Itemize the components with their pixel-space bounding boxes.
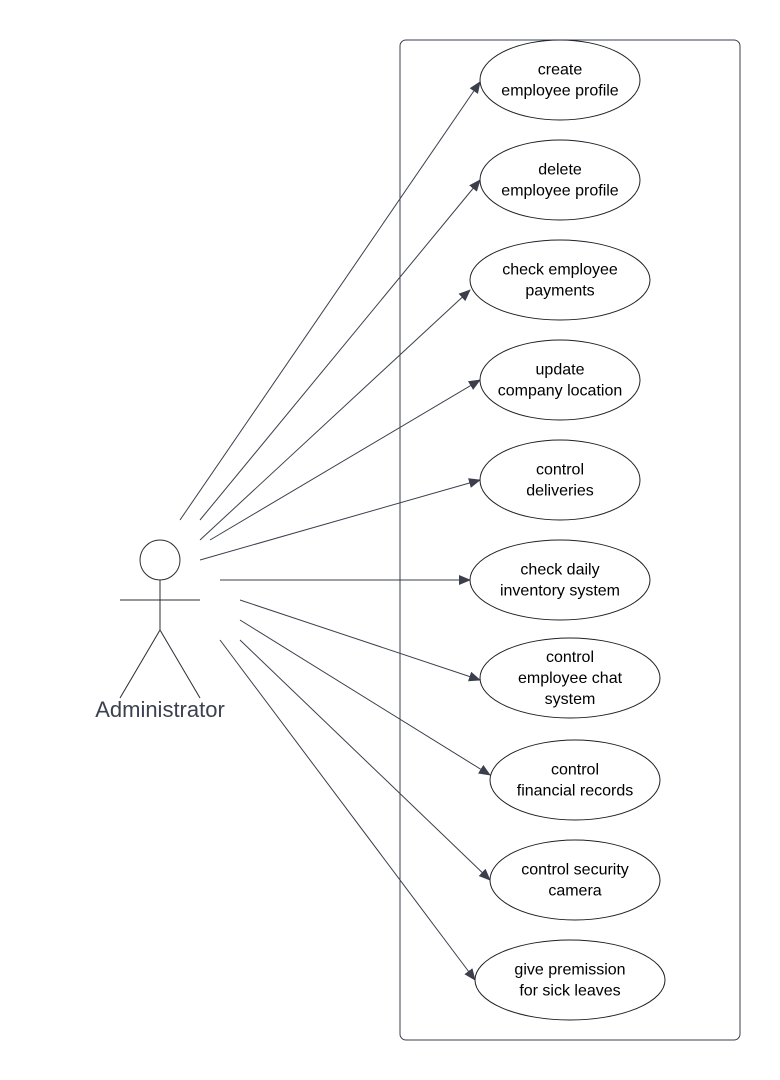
- association-arrow: [239, 639, 491, 881]
- use-case-label-line: deliveries: [526, 483, 594, 500]
- association-arrow: [199, 289, 471, 541]
- use-case-ellipse: [489, 739, 661, 821]
- use-case-label-line: update: [536, 362, 585, 379]
- use-case-label-line: system: [545, 691, 596, 708]
- use-case-label-line: control security: [521, 862, 629, 879]
- use-case[interactable]: control financial records: [489, 739, 661, 821]
- actor-head: [139, 539, 181, 581]
- use-case-ellipse: [479, 139, 641, 221]
- use-case-label-line: for sick leaves: [519, 983, 620, 1000]
- use-case-ellipse: [474, 939, 666, 1021]
- association-arrow: [239, 619, 491, 776]
- use-case-label-line: inventory system: [500, 583, 620, 600]
- use-case-label-line: control: [536, 462, 584, 479]
- use-case-label-line: payments: [525, 283, 594, 300]
- association-arrow: [199, 179, 481, 521]
- use-case-label-line: employee profile: [501, 83, 619, 100]
- association-arrow: [199, 478, 481, 561]
- use-case[interactable]: create employee profile: [479, 39, 641, 121]
- use-case[interactable]: control security camera: [489, 839, 661, 921]
- use-case-label-line: delete: [538, 162, 582, 179]
- use-case-label-line: create: [538, 62, 583, 79]
- association-arrow: [219, 639, 476, 981]
- use-case-ellipse: [469, 539, 651, 621]
- use-case-label-line: company location: [498, 383, 623, 400]
- use-case-label-line: employee chat: [518, 670, 623, 687]
- use-case-label-line: control: [551, 762, 599, 779]
- use-case-label-line: give premission: [514, 962, 625, 979]
- use-case-ellipse: [479, 439, 641, 521]
- use-case[interactable]: control employee chat system: [479, 637, 661, 719]
- use-case-label-line: check daily: [520, 562, 599, 579]
- association-arrow: [179, 81, 481, 521]
- association-arrow: [209, 379, 481, 541]
- use-case[interactable]: control deliveries: [479, 439, 641, 521]
- use-case-label-line: employee profile: [501, 183, 619, 200]
- use-case-ellipse: [479, 637, 661, 719]
- use-case[interactable]: give premission for sick leaves: [474, 939, 666, 1021]
- use-case-ellipse: [479, 39, 641, 121]
- use-case[interactable]: check employee payments: [469, 239, 651, 321]
- use-case-ellipse: [469, 239, 651, 321]
- actor-right-leg: [159, 629, 201, 699]
- use-case-label-line: control: [546, 649, 594, 666]
- associations: [179, 81, 491, 981]
- actor-left-leg: [119, 629, 161, 699]
- use-case-label-line: camera: [548, 883, 601, 900]
- use-case-ellipse: [489, 839, 661, 921]
- use-case-label-line: financial records: [517, 783, 634, 800]
- association-arrow: [239, 599, 481, 682]
- actor-administrator[interactable]: Administrator: [95, 539, 225, 722]
- use-case-ellipse: [479, 339, 641, 421]
- actor-label: Administrator: [95, 697, 225, 722]
- use-cases: create employee profile delete employee pro…: [469, 39, 666, 1021]
- use-case[interactable]: delete employee profile: [479, 139, 641, 221]
- use-case-label-line: check employee: [502, 262, 618, 279]
- use-case[interactable]: update company location: [479, 339, 641, 421]
- use-case[interactable]: check daily inventory system: [469, 539, 651, 621]
